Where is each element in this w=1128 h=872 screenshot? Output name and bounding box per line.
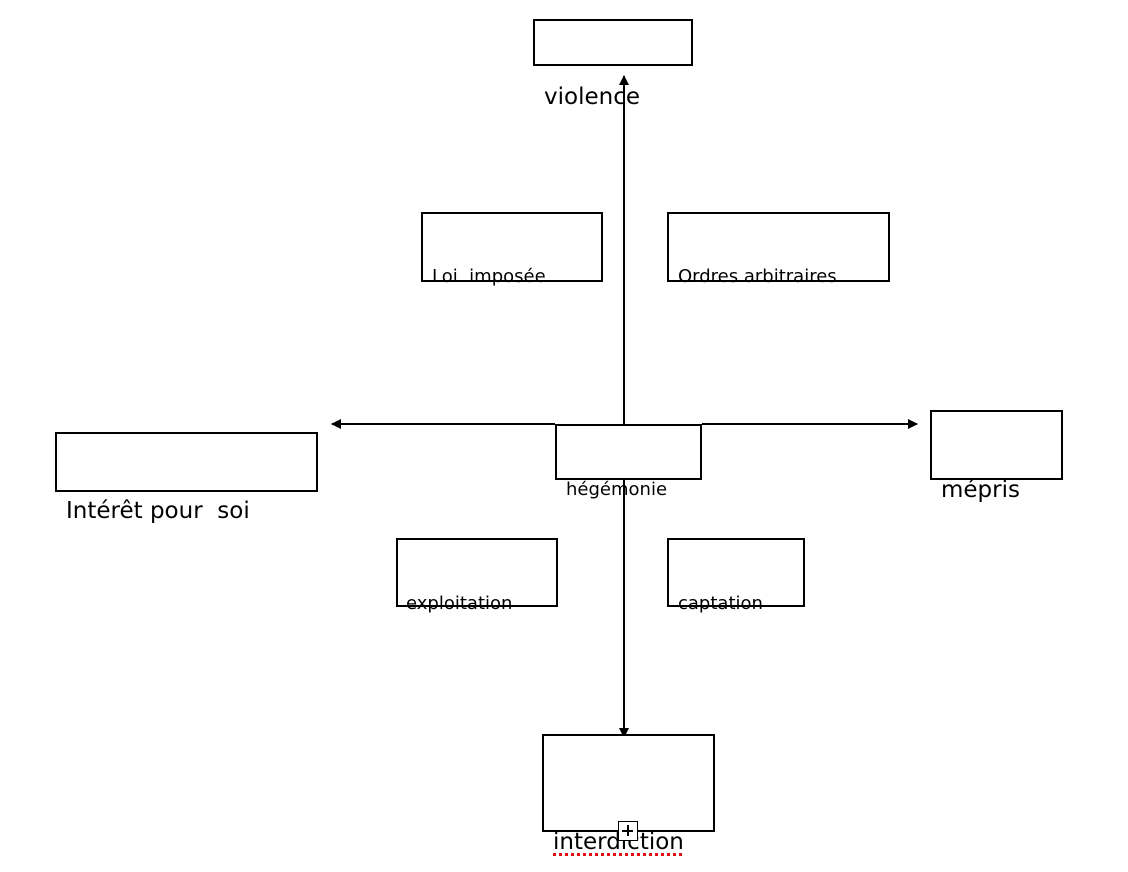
- expand-plus-icon[interactable]: [618, 821, 638, 841]
- node-violence[interactable]: violence: [533, 19, 693, 110]
- node-loi-imposee[interactable]: Loi imposée: [421, 212, 603, 287]
- node-hegemonie[interactable]: hégémonie: [555, 424, 702, 500]
- node-loi-imposee-label: Loi imposée: [432, 266, 546, 288]
- node-captation-label: captation: [678, 593, 763, 615]
- node-violence-label: violence: [544, 84, 640, 111]
- node-interdiction[interactable]: interdiction: [542, 734, 715, 855]
- node-interet-pour-soi-label: Intérêt pour soi: [66, 498, 250, 525]
- node-interet-pour-soi[interactable]: Intérêt pour soi: [55, 432, 318, 524]
- node-exploitation[interactable]: exploitation: [396, 538, 558, 614]
- node-hegemonie-label: hégémonie: [566, 479, 668, 501]
- node-exploitation-label: exploitation: [406, 593, 513, 615]
- node-mepris[interactable]: mépris: [930, 410, 1063, 503]
- node-ordres-arbitraires-label: Ordres arbitraires: [678, 266, 837, 288]
- node-ordres-arbitraires[interactable]: Ordres arbitraires: [667, 212, 890, 287]
- node-mepris-label: mépris: [941, 477, 1020, 504]
- node-captation[interactable]: captation: [667, 538, 805, 614]
